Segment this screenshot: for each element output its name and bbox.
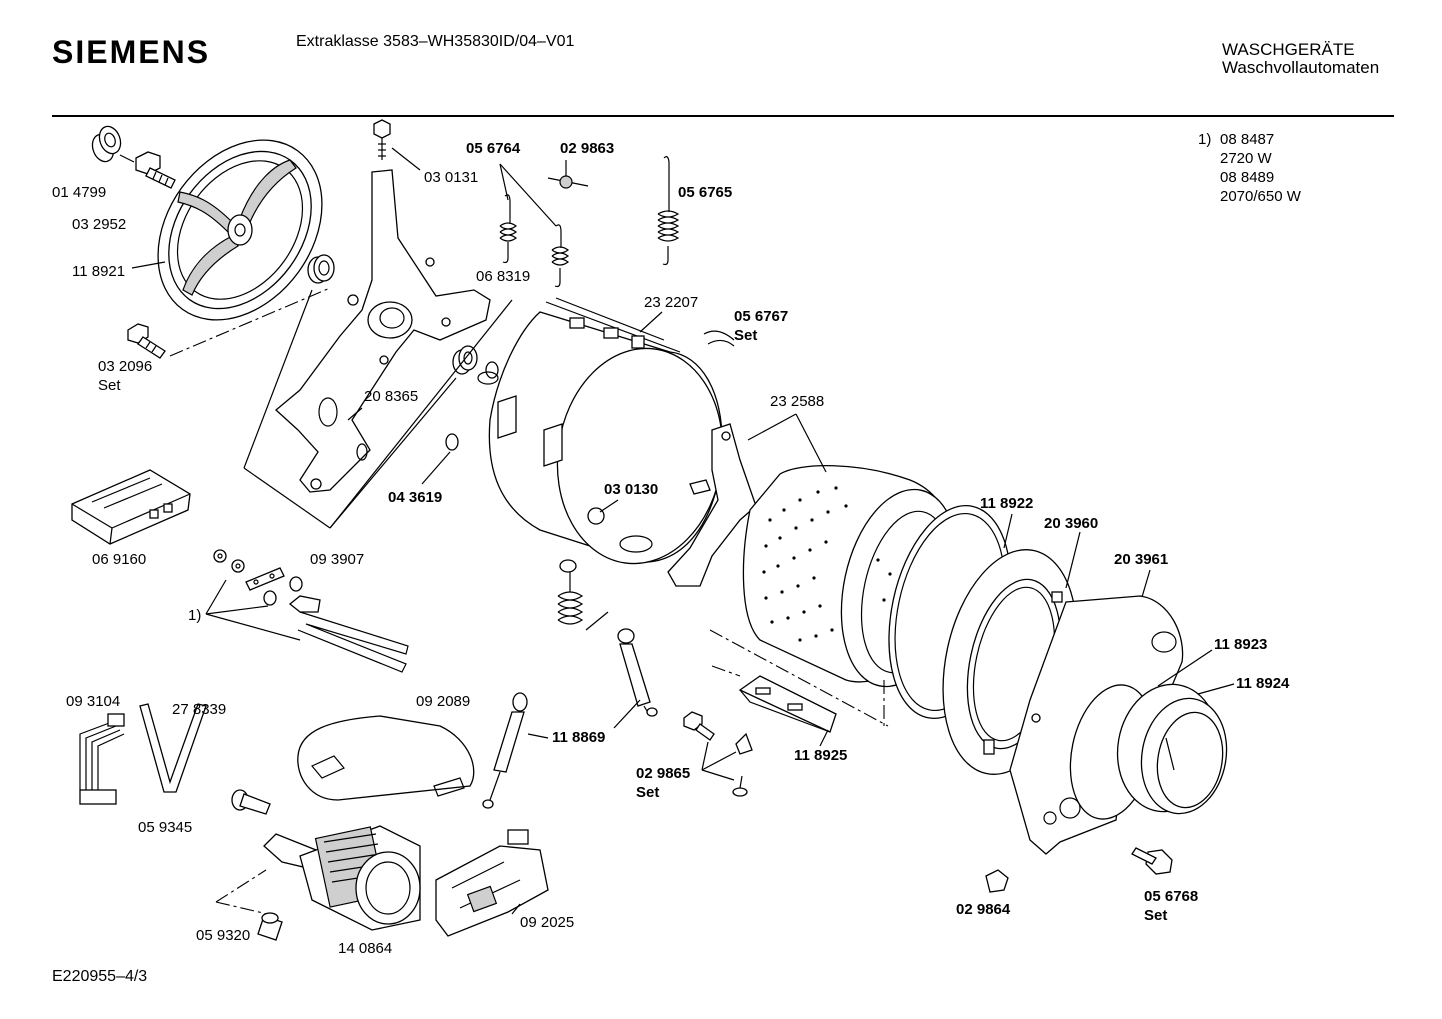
- cover-09-2089[interactable]: [297, 715, 475, 801]
- label-01-4799: 01 4799: [52, 184, 106, 201]
- header-divider: [52, 115, 1394, 117]
- document-id: E220955–4/3: [52, 968, 148, 985]
- dispenser-11-8925[interactable]: [738, 675, 837, 733]
- label-20-3960: 20 3960: [1044, 515, 1098, 532]
- footnote-line: 08 8489: [1220, 169, 1275, 186]
- label-05-6767: 05 6767: [734, 308, 788, 325]
- label-03-0130: 03 0130: [604, 481, 658, 498]
- bolt-03-0131[interactable]: [373, 119, 391, 160]
- belt-27-8339[interactable]: [139, 703, 207, 793]
- screw-03-2096[interactable]: [127, 323, 166, 359]
- model-title: Extraklasse 3583–WH35830ID/04–V01: [296, 33, 575, 50]
- label-03-0131: 03 0131: [424, 169, 478, 186]
- label-02-9864: 02 9864: [956, 901, 1011, 918]
- label-03-2096: 03 2096: [98, 358, 152, 375]
- spacer-05-9320[interactable]: [257, 912, 283, 941]
- label-05-6764: 05 6764: [466, 140, 521, 157]
- label-11-8924: 11 8924: [1236, 675, 1290, 692]
- label-05-6765: 05 6765: [678, 184, 732, 201]
- label-02-9865: 02 9865: [636, 765, 690, 782]
- wiring-09-3104[interactable]: [79, 713, 125, 805]
- label-05-6768-set: Set: [1144, 907, 1167, 924]
- label-11-8923: 11 8923: [1214, 636, 1267, 653]
- label-09-2025: 09 2025: [520, 914, 574, 931]
- label-20-8365: 20 8365: [364, 388, 418, 405]
- shock-absorber-11-8869[interactable]: [617, 628, 658, 717]
- label-11-8925: 11 8925: [794, 747, 847, 764]
- tub-cross-20-8365[interactable]: [275, 169, 491, 493]
- bearing-left[interactable]: [307, 254, 335, 284]
- label-11-8921: 11 8921: [72, 263, 125, 280]
- label-05-6767-set: Set: [734, 327, 757, 344]
- label-03-2952: 03 2952: [72, 216, 126, 233]
- connector-06-9160[interactable]: [71, 469, 191, 545]
- bellows-11-8924[interactable]: [1108, 676, 1236, 820]
- tub-rear-23-2207[interactable]: [477, 297, 736, 574]
- heater-kit-1[interactable]: [213, 549, 409, 673]
- motor-14-0864[interactable]: [263, 825, 421, 931]
- drum-spider[interactable]: [667, 423, 757, 587]
- footnote-marker: 1): [1198, 131, 1212, 148]
- spring-clip-lower[interactable]: [557, 559, 584, 625]
- clip-02-9864[interactable]: [985, 869, 1009, 893]
- screw-02-9865[interactable]: [683, 711, 753, 797]
- washer-04-3619[interactable]: [445, 433, 459, 451]
- bushing-01-4799[interactable]: [89, 123, 124, 164]
- footnote-line: 2720 W: [1220, 150, 1272, 167]
- label-05-6768: 05 6768: [1144, 888, 1198, 905]
- clip-05-6767[interactable]: [703, 330, 735, 347]
- label-23-2588: 23 2588: [770, 393, 824, 410]
- spring-05-6765[interactable]: [657, 156, 680, 266]
- spring-05-6764-a[interactable]: [499, 194, 518, 264]
- screw-05-6768[interactable]: [1131, 847, 1173, 875]
- label-09-2089: 09 2089: [416, 693, 470, 710]
- label-04-3619: 04 3619: [388, 489, 442, 506]
- label-06-9160: 06 9160: [92, 551, 146, 568]
- shock-absorber-upper[interactable]: [482, 692, 528, 809]
- label-05-9320: 05 9320: [196, 927, 250, 944]
- label-09-3907: 09 3907: [310, 551, 364, 568]
- label-20-3961: 20 3961: [1114, 551, 1168, 568]
- label-14-0864: 14 0864: [338, 940, 392, 957]
- label-06-8319: 06 8319: [476, 268, 530, 285]
- footnote-line: 2070/650 W: [1220, 188, 1301, 205]
- label-23-2207: 23 2207: [644, 294, 698, 311]
- label-02-9863: 02 9863: [560, 140, 614, 157]
- label-27-8339: 27 8339: [172, 701, 226, 718]
- label-03-2096-set: Set: [98, 377, 121, 394]
- label-footnote-ref: 1): [188, 607, 201, 624]
- pulley-11-8921[interactable]: [124, 108, 356, 351]
- footnote-line: 08 8487: [1220, 131, 1275, 148]
- category-title: WASCHGERÄTE: [1222, 40, 1355, 59]
- spring-05-6764-b[interactable]: [551, 224, 570, 288]
- category-subtitle: Waschvollautomaten: [1222, 58, 1380, 77]
- label-11-8869: 11 8869: [552, 729, 605, 746]
- bolt-05-9345[interactable]: [231, 789, 271, 815]
- label-09-3104: 09 3104: [66, 693, 120, 710]
- bearing-right[interactable]: [452, 345, 499, 379]
- brand-logo: SIEMENS: [52, 34, 211, 70]
- clip-02-9863[interactable]: [547, 175, 589, 189]
- label-05-9345: 05 9345: [138, 819, 192, 836]
- bolt-03-2952[interactable]: [135, 151, 176, 189]
- brush-holder-09-2025[interactable]: [435, 829, 549, 937]
- label-11-8922: 11 8922: [980, 495, 1033, 512]
- label-02-9865-set: Set: [636, 784, 659, 801]
